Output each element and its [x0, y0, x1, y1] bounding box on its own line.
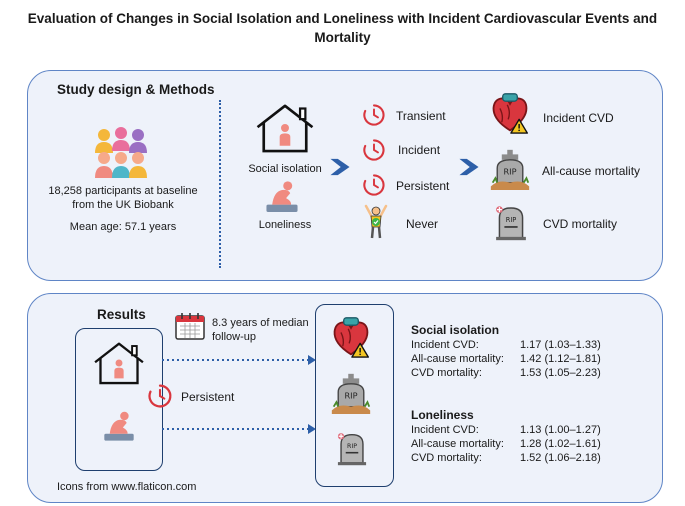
result-row: All-cause mortality: 1.28 (1.02–1.61)	[411, 437, 651, 451]
pattern-transient: Transient	[396, 109, 446, 123]
row-label: CVD mortality:	[411, 452, 482, 464]
results-loneliness: Loneliness Incident CVD: 1.13 (1.00–1.27…	[411, 408, 651, 465]
study-design-heading: Study design & Methods	[57, 82, 215, 97]
row-value: 1.17 (1.03–1.33)	[520, 339, 601, 351]
result-row: Incident CVD: 1.17 (1.03–1.33)	[411, 338, 651, 352]
row-label: Incident CVD:	[411, 424, 479, 436]
result-row: CVD mortality: 1.53 (1.05–2.23)	[411, 366, 651, 380]
results-heading: Results	[97, 307, 146, 322]
row-value: 1.42 (1.12–1.81)	[520, 353, 601, 365]
outcome-incident-cvd: Incident CVD	[543, 111, 614, 125]
tombstone-icon	[492, 203, 530, 241]
outcome-all-cause: All-cause mortality	[542, 164, 641, 178]
row-label: Incident CVD:	[411, 339, 479, 351]
chevron-right-icon	[458, 158, 480, 176]
page-title: Evaluation of Changes in Social Isolatio…	[27, 11, 658, 45]
group-title: Loneliness	[411, 408, 474, 422]
house-person-icon	[92, 339, 146, 387]
result-row: CVD mortality: 1.52 (1.06–2.18)	[411, 451, 651, 465]
exposure-social-isolation: Social isolation	[248, 163, 322, 175]
clock-icon	[362, 103, 386, 127]
row-value: 1.52 (1.06–2.18)	[520, 452, 601, 464]
clock-icon	[362, 173, 386, 197]
row-value: 1.53 (1.05–2.23)	[520, 367, 601, 379]
result-row: All-cause mortality: 1.42 (1.12–1.81)	[411, 352, 651, 366]
clock-icon	[362, 138, 386, 162]
sad-person-icon	[264, 180, 300, 213]
mean-age-text: Mean age: 57.1 years	[69, 221, 177, 233]
row-value: 1.13 (1.00–1.27)	[520, 424, 601, 436]
divider-line	[219, 100, 221, 268]
chevron-right-icon	[329, 158, 351, 176]
tombstone-icon	[330, 372, 372, 414]
heart-icon	[489, 92, 531, 134]
outcome-cvd-mortality: CVD mortality	[543, 217, 618, 231]
house-person-icon	[254, 100, 316, 156]
tombstone-icon	[489, 148, 531, 190]
result-row: Incident CVD: 1.13 (1.00–1.27)	[411, 423, 651, 437]
row-label: All-cause mortality:	[411, 438, 504, 450]
icon-credit: Icons from www.flaticon.com	[57, 481, 197, 493]
followup-text: 8.3 years of median follow-up	[212, 317, 309, 343]
people-group-icon	[95, 127, 147, 178]
dotted-arrows	[162, 355, 316, 434]
participants-text: 18,258 participants at baseline from the…	[48, 185, 198, 211]
persistent-label: Persistent	[181, 390, 235, 404]
pattern-never: Never	[406, 217, 439, 231]
sad-person-icon	[102, 410, 136, 442]
exposure-loneliness: Loneliness	[258, 219, 312, 231]
tombstone-icon	[334, 430, 370, 466]
row-value: 1.28 (1.02–1.61)	[520, 438, 601, 450]
row-label: CVD mortality:	[411, 367, 482, 379]
cheering-person-icon	[364, 204, 388, 239]
exposure-box	[75, 328, 163, 471]
pattern-persistent: Persistent	[396, 179, 450, 193]
calendar-icon	[175, 313, 205, 340]
group-title: Social isolation	[411, 323, 500, 337]
heart-icon	[330, 316, 372, 358]
pattern-incident: Incident	[398, 143, 441, 157]
results-social-isolation: Social isolation Incident CVD: 1.17 (1.0…	[411, 323, 651, 380]
row-label: All-cause mortality:	[411, 353, 504, 365]
